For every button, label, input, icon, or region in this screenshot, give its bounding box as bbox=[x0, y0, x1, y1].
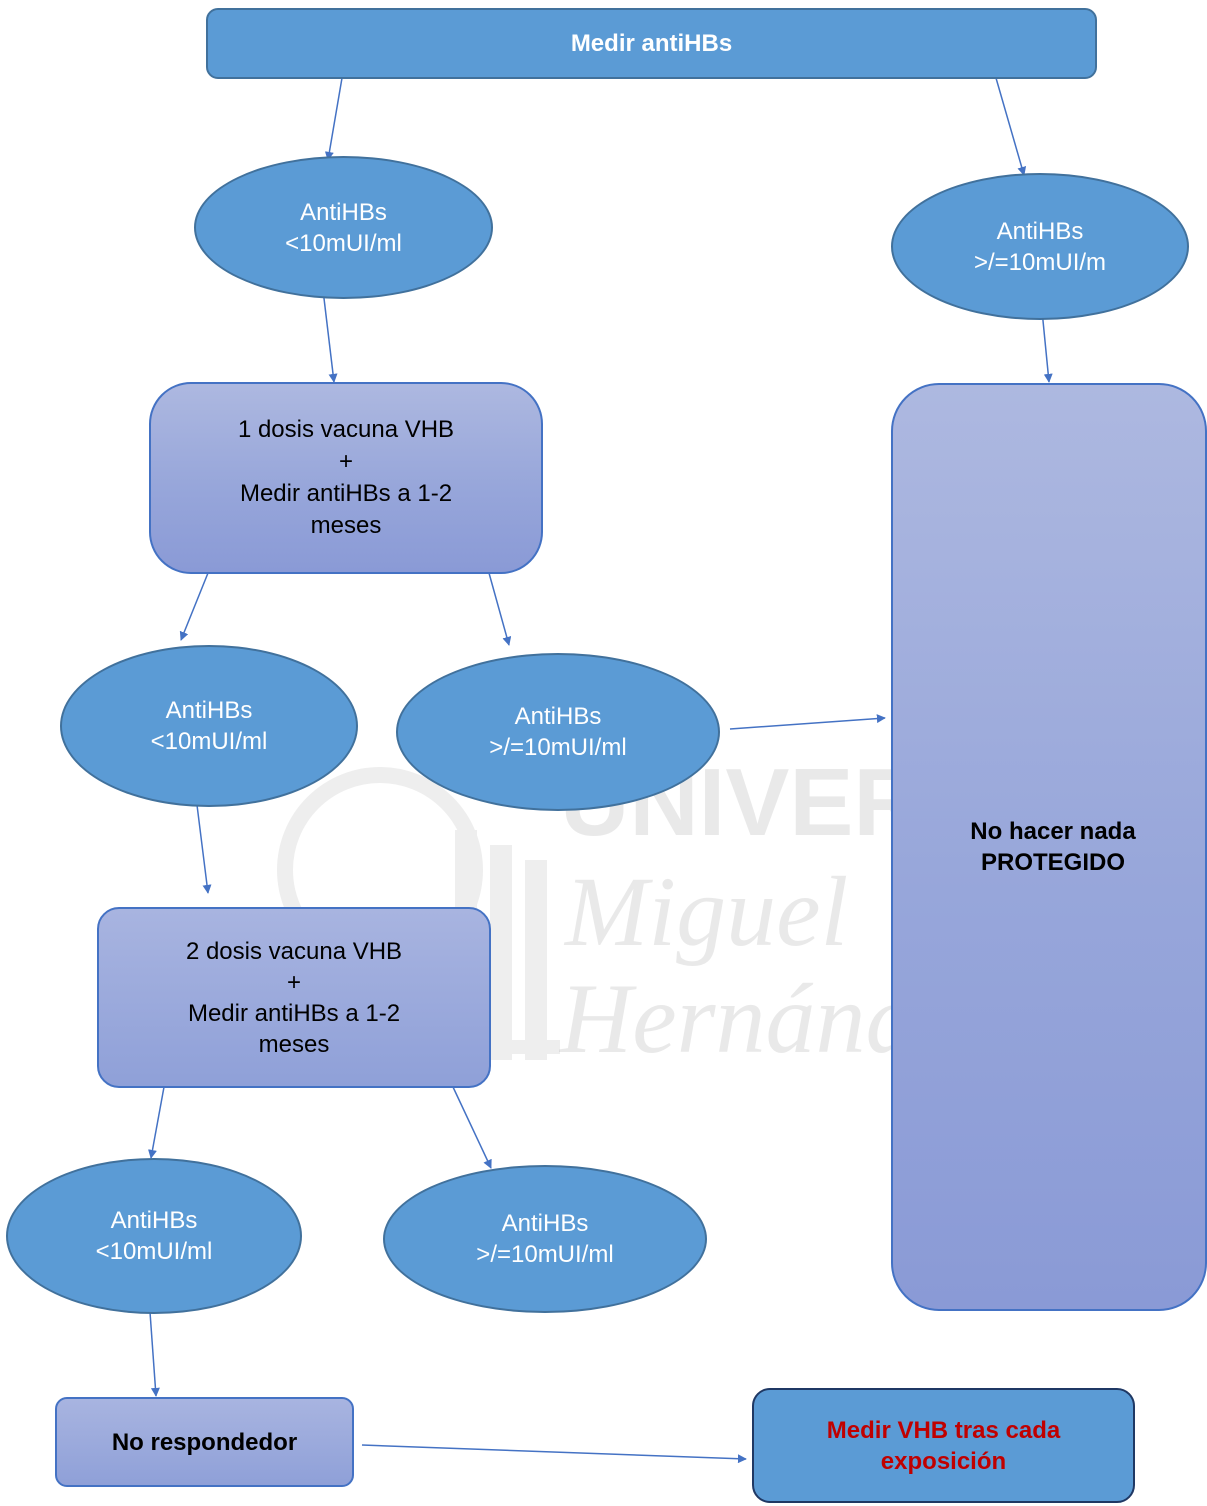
arrow-step1-to-e2-left bbox=[179, 572, 209, 641]
arrow-e2-right-to-protected bbox=[729, 714, 886, 730]
arrow-e2-left-to-step2 bbox=[196, 804, 212, 894]
watermark-line2: Miguel bbox=[563, 856, 848, 967]
antihbs-high-label-1: AntiHBs >/=10mUI/m bbox=[973, 217, 1107, 276]
antihbs-low-label-1: AntiHBs <10mUI/ml bbox=[285, 198, 402, 257]
measure-vhb-label: Medir VHB tras cada exposición bbox=[826, 1416, 1061, 1475]
antihbs-high-label-2: AntiHBs >/=10mUI/ml bbox=[489, 703, 627, 761]
antihbs-high-label-3: AntiHBs >/=10mUI/ml bbox=[476, 1210, 614, 1268]
arrow-top-to-e1-right bbox=[995, 77, 1027, 176]
antihbs-low-label-3: AntiHBs <10mUI/ml bbox=[95, 1207, 213, 1265]
antihbs-high-ellipse-1: AntiHBs >/=10mUI/m bbox=[891, 173, 1189, 320]
arrow-e1-left-to-step1 bbox=[322, 289, 338, 383]
antihbs-low-ellipse-3: AntiHBs <10mUI/ml bbox=[6, 1158, 302, 1314]
non-responder-label: No respondedor bbox=[111, 1428, 298, 1456]
antihbs-low-label-2: AntiHBs <10mUI/ml bbox=[150, 697, 268, 755]
arrow-top-to-e1-left bbox=[324, 77, 343, 161]
protected-box: No hacer nada PROTEGIDO bbox=[891, 383, 1207, 1311]
two-dose-vaccine-label: 2 dosis vacuna VHB + Medir antiHBs a 1-2… bbox=[185, 937, 403, 1058]
antihbs-low-ellipse-2: AntiHBs <10mUI/ml bbox=[60, 645, 358, 807]
arrow-step2-to-e3-left bbox=[148, 1086, 165, 1159]
antihbs-low-ellipse-1: AntiHBs <10mUI/ml bbox=[194, 156, 493, 299]
protected-label: No hacer nada PROTEGIDO bbox=[970, 818, 1136, 876]
one-dose-vaccine-box: 1 dosis vacuna VHB + Medir antiHBs a 1-2… bbox=[149, 382, 543, 574]
antihbs-high-ellipse-3: AntiHBs >/=10mUI/ml bbox=[383, 1165, 707, 1313]
non-responder-box: No respondedor bbox=[55, 1397, 354, 1487]
antihbs-high-ellipse-2: AntiHBs >/=10mUI/ml bbox=[396, 653, 720, 811]
arrow-e3-left-to-nonresponder bbox=[149, 1311, 160, 1397]
arrow-nonresponder-to-measure bbox=[361, 1444, 747, 1464]
arrow-step2-to-e3-right bbox=[452, 1086, 492, 1169]
measure-antihbs-box: Medir antiHBs bbox=[206, 8, 1097, 79]
measure-vhb-box: Medir VHB tras cada exposición bbox=[752, 1388, 1135, 1503]
one-dose-vaccine-label: 1 dosis vacuna VHB + Medir antiHBs a 1-2… bbox=[237, 416, 455, 539]
two-dose-vaccine-box: 2 dosis vacuna VHB + Medir antiHBs a 1-2… bbox=[97, 907, 491, 1088]
measure-antihbs-label: Medir antiHBs bbox=[570, 30, 733, 57]
arrow-step1-to-e2-right bbox=[488, 572, 512, 646]
